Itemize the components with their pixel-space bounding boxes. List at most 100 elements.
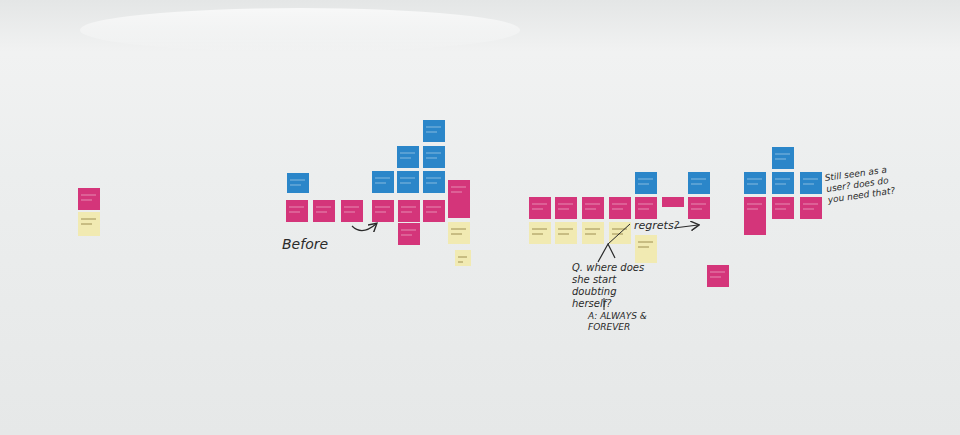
note-scribble bbox=[585, 204, 600, 205]
sticky-note bbox=[286, 200, 308, 222]
sticky-note bbox=[287, 173, 309, 193]
sticky-note bbox=[78, 212, 100, 236]
note-scribble bbox=[775, 154, 790, 155]
note-scribble bbox=[400, 183, 411, 184]
note-scribble bbox=[691, 204, 706, 205]
sticky-note bbox=[635, 172, 657, 194]
note-scribble bbox=[612, 209, 623, 210]
note-scribble bbox=[585, 209, 596, 210]
note-scribble bbox=[81, 195, 96, 196]
note-scribble bbox=[426, 127, 441, 128]
sticky-note bbox=[423, 171, 445, 193]
note-scribble bbox=[585, 234, 596, 235]
sticky-note bbox=[772, 172, 794, 194]
sticky-note bbox=[772, 197, 794, 219]
sticky-note bbox=[582, 222, 604, 244]
note-scribble bbox=[710, 272, 725, 273]
note-scribble bbox=[638, 209, 649, 210]
note-scribble bbox=[316, 212, 327, 213]
note-scribble bbox=[775, 159, 786, 160]
note-scribble bbox=[426, 207, 441, 208]
note-scribble bbox=[458, 257, 467, 258]
sticky-note bbox=[423, 120, 445, 142]
note-scribble bbox=[289, 212, 300, 213]
note-scribble bbox=[81, 224, 92, 225]
note-scribble bbox=[451, 234, 462, 235]
note-scribble bbox=[451, 187, 466, 188]
note-scribble bbox=[747, 204, 762, 205]
sticky-note bbox=[635, 197, 657, 219]
sticky-note bbox=[529, 197, 551, 219]
note-scribble bbox=[775, 184, 786, 185]
note-scribble bbox=[316, 207, 331, 208]
sticky-note bbox=[341, 200, 363, 222]
sticky-note bbox=[397, 146, 419, 168]
sticky-note bbox=[707, 265, 729, 287]
note-scribble bbox=[532, 204, 547, 205]
sticky-note bbox=[455, 250, 471, 266]
note-scribble bbox=[775, 209, 786, 210]
note-scribble bbox=[638, 184, 649, 185]
sticky-note bbox=[448, 180, 470, 218]
sticky-note bbox=[423, 146, 445, 168]
sticky-note bbox=[744, 197, 766, 235]
note-scribble bbox=[290, 185, 301, 186]
note-scribble bbox=[426, 158, 437, 159]
note-scribble bbox=[426, 132, 437, 133]
sticky-note bbox=[398, 200, 420, 222]
sticky-note bbox=[372, 171, 394, 193]
note-scribble bbox=[426, 183, 437, 184]
note-scribble bbox=[612, 204, 627, 205]
note-scribble bbox=[400, 178, 415, 179]
note-scribble bbox=[532, 209, 543, 210]
sticky-note bbox=[772, 147, 794, 169]
note-scribble bbox=[638, 204, 653, 205]
sticky-note bbox=[609, 222, 631, 244]
note-scribble bbox=[585, 229, 600, 230]
note-scribble bbox=[775, 179, 790, 180]
note-scribble bbox=[803, 204, 818, 205]
note-scribble bbox=[401, 235, 412, 236]
sticky-note bbox=[529, 222, 551, 244]
note-scribble bbox=[775, 204, 790, 205]
note-scribble bbox=[803, 184, 814, 185]
note-scribble bbox=[638, 179, 653, 180]
note-scribble bbox=[375, 212, 386, 213]
note-scribble bbox=[558, 204, 573, 205]
handwritten-question: Q. where does she start doubting herself… bbox=[572, 262, 654, 310]
handwritten-note: Still seen as a user? does do you need t… bbox=[824, 163, 900, 205]
note-scribble bbox=[747, 209, 758, 210]
note-scribble bbox=[401, 207, 416, 208]
handwritten-heading: Before bbox=[282, 236, 352, 253]
sticky-note bbox=[313, 200, 335, 222]
sticky-note bbox=[397, 171, 419, 193]
note-scribble bbox=[532, 229, 547, 230]
sticky-note bbox=[398, 223, 420, 245]
sticky-note bbox=[555, 222, 577, 244]
handwritten-answer: A: ALWAYS & FOREVER bbox=[588, 311, 666, 333]
note-scribble bbox=[532, 234, 543, 235]
note-scribble bbox=[803, 179, 818, 180]
note-scribble bbox=[458, 262, 463, 263]
sticky-note bbox=[635, 235, 657, 263]
note-scribble bbox=[558, 234, 569, 235]
sticky-note bbox=[372, 200, 394, 222]
note-scribble bbox=[375, 183, 386, 184]
sticky-note bbox=[78, 188, 100, 210]
note-scribble bbox=[344, 207, 359, 208]
note-scribble bbox=[638, 242, 653, 243]
note-scribble bbox=[401, 230, 416, 231]
sticky-note bbox=[423, 200, 445, 222]
note-scribble bbox=[747, 184, 758, 185]
sticky-note bbox=[662, 197, 684, 207]
note-scribble bbox=[710, 277, 721, 278]
note-scribble bbox=[81, 219, 96, 220]
note-scribble bbox=[290, 180, 305, 181]
note-scribble bbox=[289, 207, 304, 208]
sticky-note bbox=[688, 172, 710, 194]
note-scribble bbox=[747, 179, 762, 180]
note-scribble bbox=[426, 178, 441, 179]
sticky-note bbox=[744, 172, 766, 194]
note-scribble bbox=[451, 229, 466, 230]
